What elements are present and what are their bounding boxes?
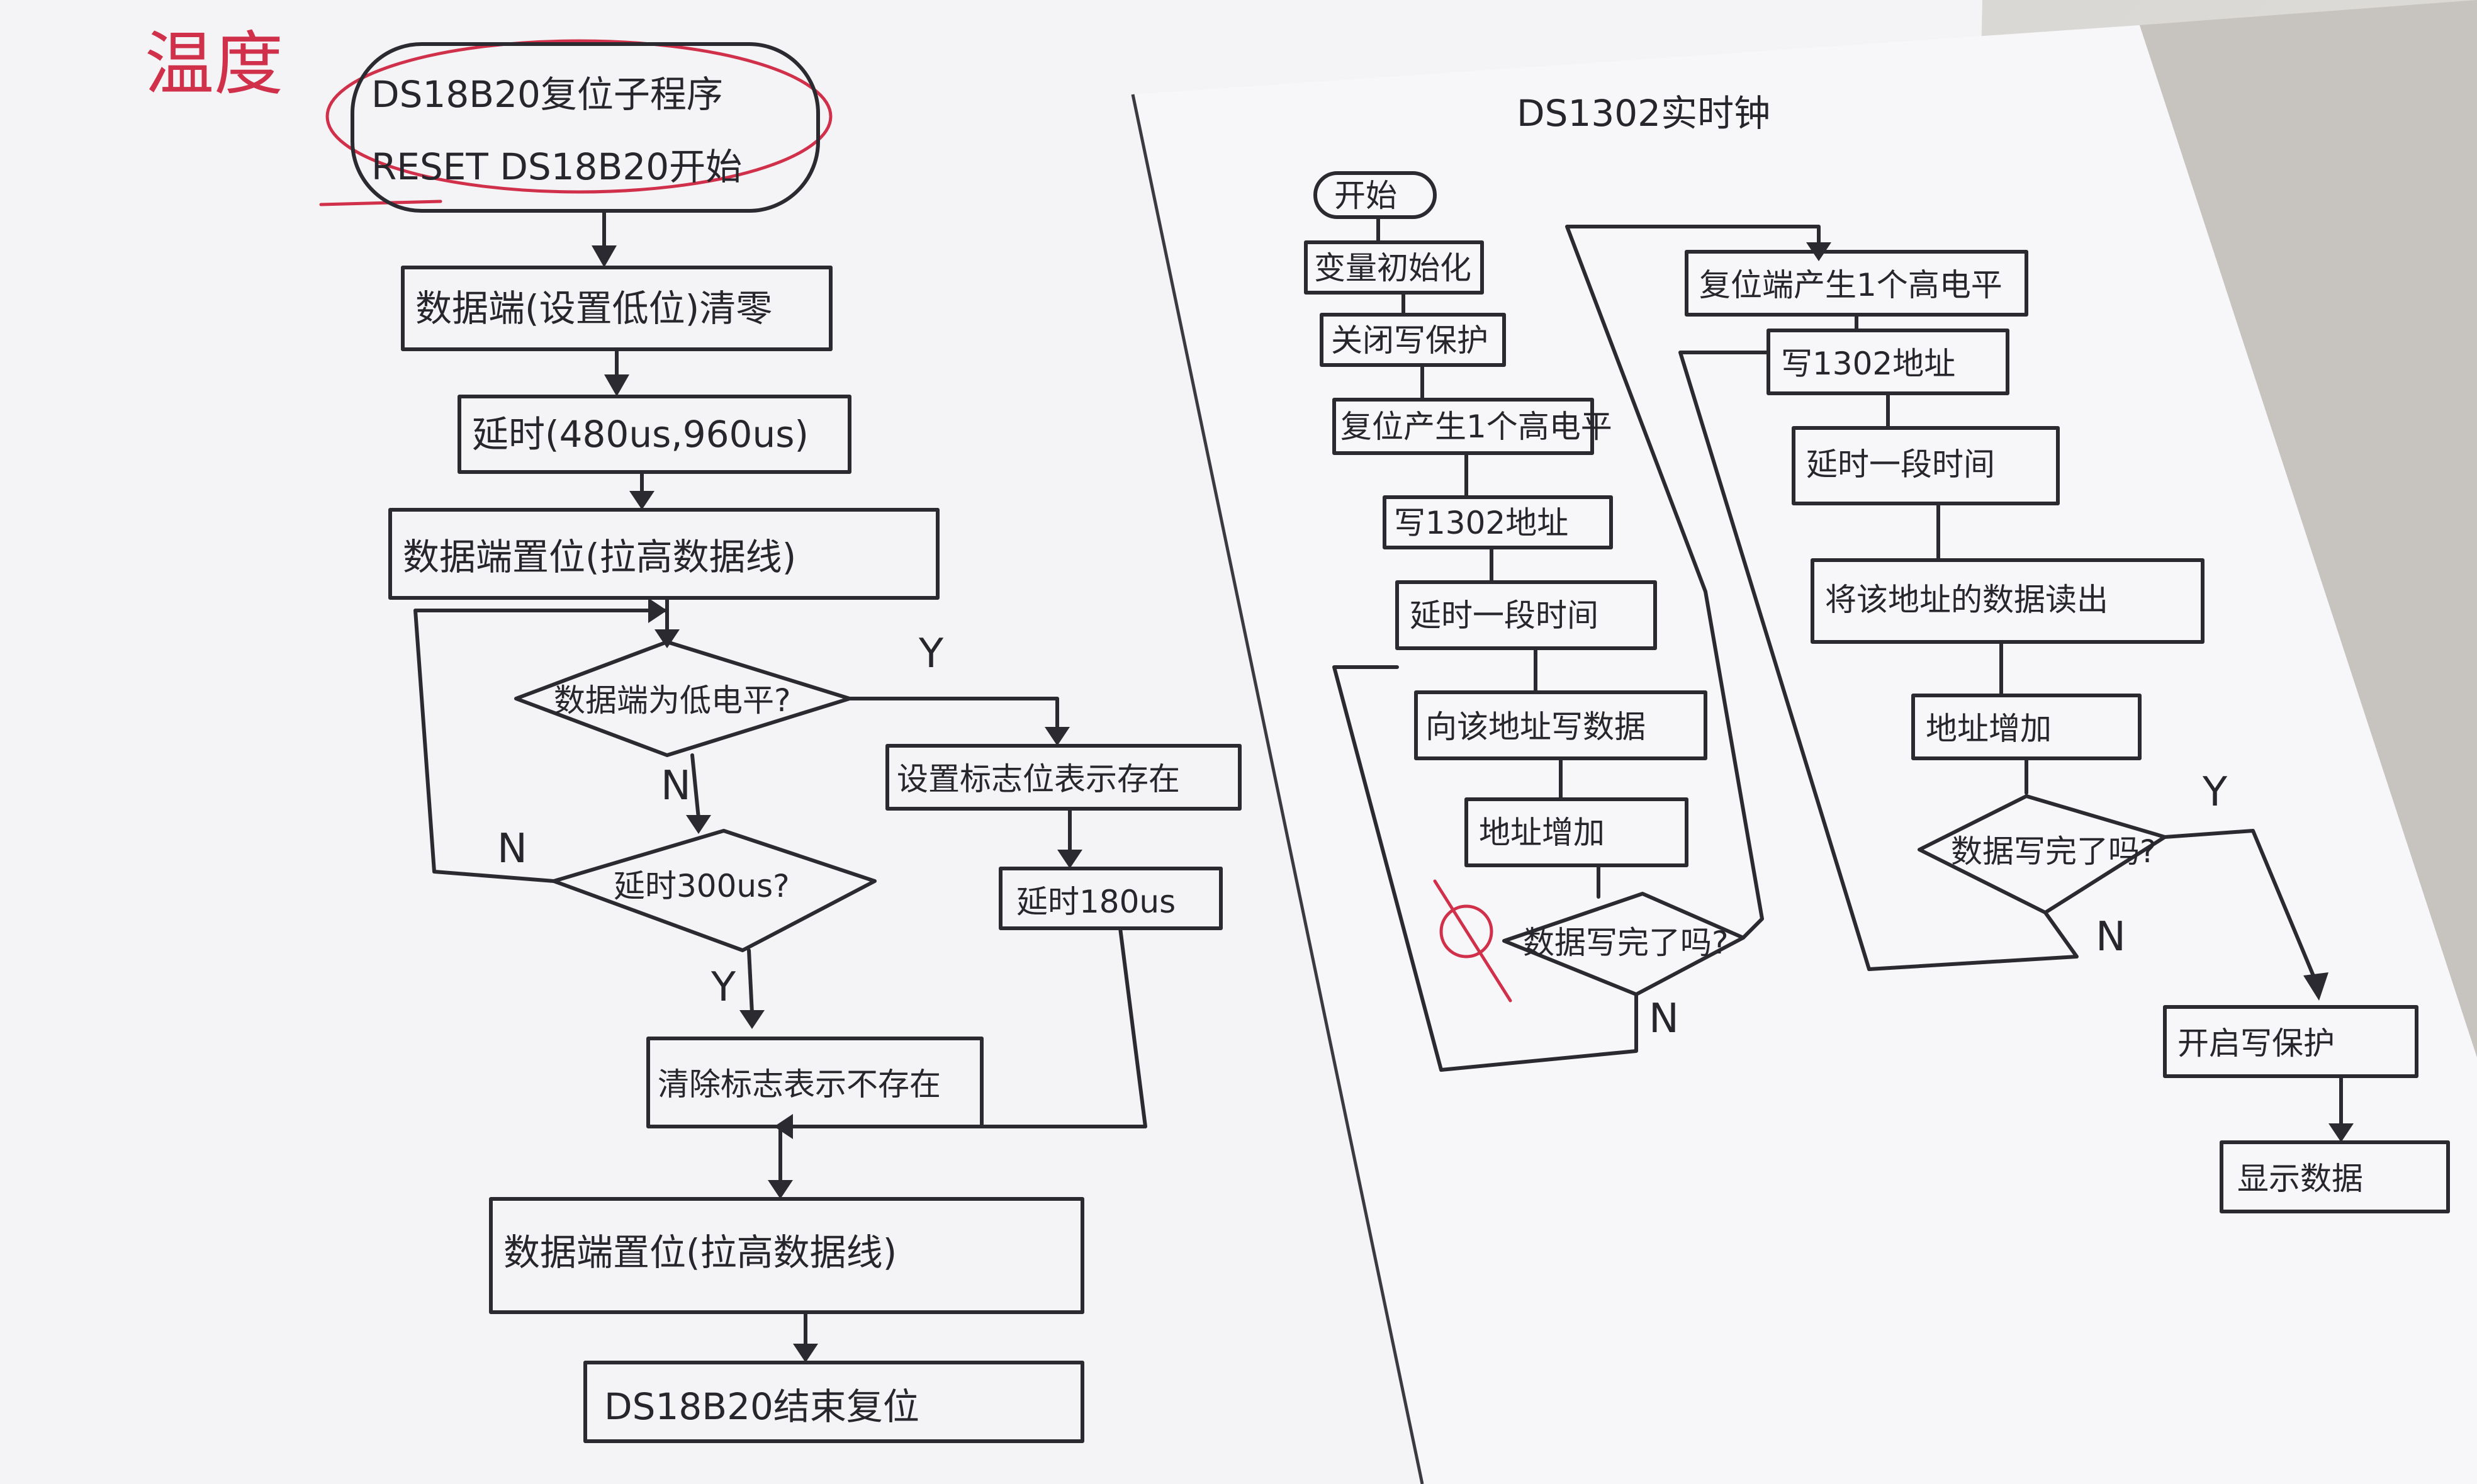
arrow-head	[1045, 727, 1070, 746]
left-step-delay2	[999, 867, 1223, 930]
left-decision-low-label: 数据端为低电平?	[554, 682, 791, 719]
right-decision-done2-label: 数据写完了吗?	[1951, 833, 2157, 870]
right-step-display-label: 显示数据	[2237, 1161, 2363, 1197]
arrow-head	[2303, 972, 2328, 1001]
arrow-head	[629, 491, 654, 510]
left-title-line1: DS18B20复位子程序	[371, 73, 723, 116]
arrow-head	[686, 815, 711, 834]
left-step-delay1-label: 延时(480us,960us)	[472, 413, 809, 456]
right-step-read-data	[1811, 558, 2205, 644]
right-step-close-wp-label: 关闭写保护	[1331, 322, 1488, 359]
red-circle-strike	[1439, 904, 1493, 958]
left-no-label-1: N	[661, 763, 691, 809]
right-step-addr-inc2-label: 地址增加	[1926, 711, 2052, 747]
right-step-init	[1304, 240, 1484, 295]
right-step-close-wp	[1320, 313, 1506, 367]
right-no-label-right: N	[2096, 914, 2126, 960]
left-decision-delay	[552, 829, 877, 952]
left-yes-label-1: Y	[918, 631, 944, 677]
left-step-set-high	[388, 508, 940, 600]
arrow-head	[648, 598, 667, 623]
left-step-set-high2-label: 数据端置位(拉高数据线)	[503, 1231, 897, 1274]
right-step-write-addr-label: 写1302地址	[1394, 505, 1568, 541]
right-yes-path-line	[1565, 225, 1821, 940]
right-yes-label: Y	[2202, 769, 2228, 816]
right-step-open-wp-label: 开启写保护	[2177, 1025, 2335, 1062]
arrow-line	[747, 948, 754, 1015]
left-step-clear-label: 数据端(设置低位)清零	[415, 287, 772, 330]
right-flowchart: DS1302实时钟 开始 变量初始化 关闭写保护 复位产生1个高电平 写1302…	[1304, 92, 2450, 1213]
left-decision-delay-label: 延时300us?	[614, 868, 790, 904]
right-start-terminator	[1313, 171, 1437, 219]
left-no-label-2: N	[497, 826, 527, 872]
left-no-loop-line	[413, 609, 669, 883]
right-step-write-addr2-label: 写1302地址	[1781, 346, 1955, 382]
right-step-delay-label: 延时一段时间	[1410, 597, 1598, 634]
red-circle-mark	[325, 39, 833, 194]
left-yes-branch-line	[848, 697, 1059, 732]
arrow-head	[793, 1344, 818, 1363]
arrow-line	[690, 753, 700, 820]
arrow-head	[2328, 1123, 2354, 1142]
right-step-reset-high2-label: 复位端产生1个高电平	[1699, 267, 2002, 303]
left-yes-label-2: Y	[711, 964, 736, 1011]
left-title-line2: RESET DS18B20开始	[371, 145, 742, 188]
left-step-delay1	[458, 395, 851, 474]
arrow-head	[592, 245, 617, 267]
table-surface	[2140, 0, 2477, 1057]
right-step-delay	[1395, 580, 1657, 650]
right-no-label-left: N	[1649, 996, 1679, 1042]
right-decision-done-label: 数据写完了吗?	[1523, 925, 1729, 961]
right-step-delay2-label: 延时一段时间	[1806, 446, 1995, 483]
left-step-clear-flag	[646, 1037, 984, 1128]
right-step-open-wp	[2163, 1005, 2418, 1078]
paper-edge-line	[1131, 94, 1424, 1484]
right-step-write-data-label: 向该地址写数据	[1425, 709, 1646, 745]
right-step-addr-inc-label: 地址增加	[1479, 814, 1605, 851]
right-step-delay2	[1792, 426, 2060, 505]
left-end-label: DS18B20结束复位	[604, 1385, 919, 1428]
left-step-clear-flag-label: 清除标志表示不存在	[658, 1066, 941, 1103]
right-no-loop-line-2	[1678, 351, 2079, 971]
right-step-write-addr	[1383, 495, 1613, 549]
arrow-head	[604, 374, 629, 396]
red-strike-line	[1433, 879, 1512, 1003]
arrow-head	[768, 1180, 793, 1199]
right-start-label: 开始	[1334, 177, 1397, 214]
right-yes-branch-line	[2163, 829, 2318, 984]
left-step-set-flag-label: 设置标志位表示存在	[897, 761, 1180, 797]
left-step-set-high2	[489, 1197, 1084, 1314]
right-step-reset-high-label: 复位产生1个高电平	[1340, 408, 1612, 445]
right-no-loop-line	[1332, 665, 1638, 1072]
right-step-init-label: 变量初始化	[1314, 250, 1471, 286]
left-start-terminator	[351, 42, 820, 213]
left-step-set-high-label: 数据端置位(拉高数据线)	[403, 536, 796, 578]
handwritten-note: 温度	[145, 24, 283, 104]
right-step-read-data-label: 将该地址的数据读出	[1825, 582, 2108, 618]
right-step-addr-inc	[1464, 797, 1688, 867]
right-step-display	[2220, 1140, 2450, 1213]
arrow-head	[1057, 850, 1082, 868]
right-step-reset-high	[1332, 398, 1594, 455]
arrow-head	[739, 1010, 765, 1029]
left-flowchart: DS18B20复位子程序 RESET DS18B20开始 数据端(设置低位)清零…	[351, 42, 1242, 1443]
left-step-delay2-label: 延时180us	[1016, 884, 1176, 920]
left-end-box	[583, 1361, 1084, 1443]
arrow-head	[654, 629, 680, 648]
right-title: DS1302实时钟	[1517, 92, 1770, 135]
left-step-set-flag	[885, 744, 1242, 811]
red-underline-mark	[319, 200, 442, 206]
